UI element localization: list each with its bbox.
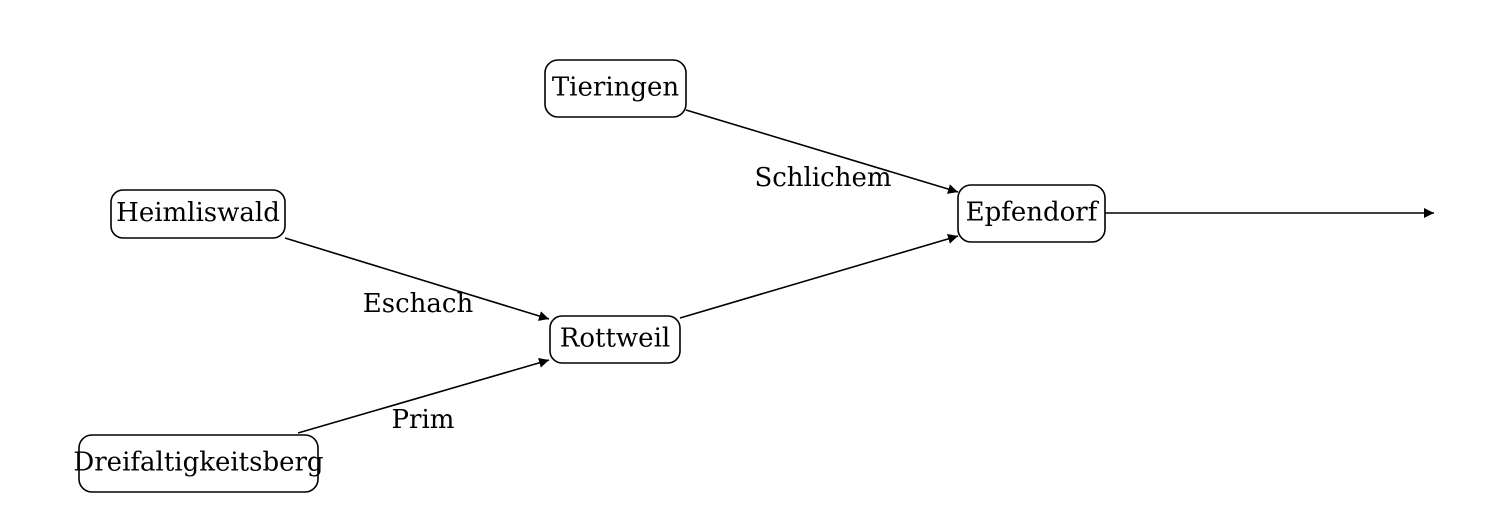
- node-label-dreifaltigkeitsberg: Dreifaltigkeitsberg: [73, 448, 323, 478]
- node-label-tieringen: Tieringen: [552, 73, 680, 103]
- edge-label-eschach: Eschach: [363, 289, 474, 319]
- edge-tieringen-epfendorf: [685, 109, 959, 194]
- node-label-epfendorf: Epfendorf: [966, 198, 1100, 228]
- edge-dreifaltigkeitsberg-rottweil: [297, 357, 550, 434]
- edge-rottweil-epfendorf: [679, 234, 959, 319]
- node-tieringen: Tieringen: [544, 59, 687, 118]
- edge-label-schlichem: Schlichem: [754, 163, 891, 193]
- node-label-rottweil: Rottweil: [560, 324, 670, 354]
- node-rottweil: Rottweil: [549, 315, 681, 364]
- edge-label-prim: Prim: [392, 405, 455, 435]
- node-epfendorf: Epfendorf: [957, 184, 1106, 243]
- node-heimliswald: Heimliswald: [110, 189, 286, 239]
- node-label-heimliswald: Heimliswald: [116, 198, 280, 228]
- edge-heimliswald-rottweil: [284, 237, 550, 321]
- node-dreifaltigkeitsberg: Dreifaltigkeitsberg: [73, 434, 324, 493]
